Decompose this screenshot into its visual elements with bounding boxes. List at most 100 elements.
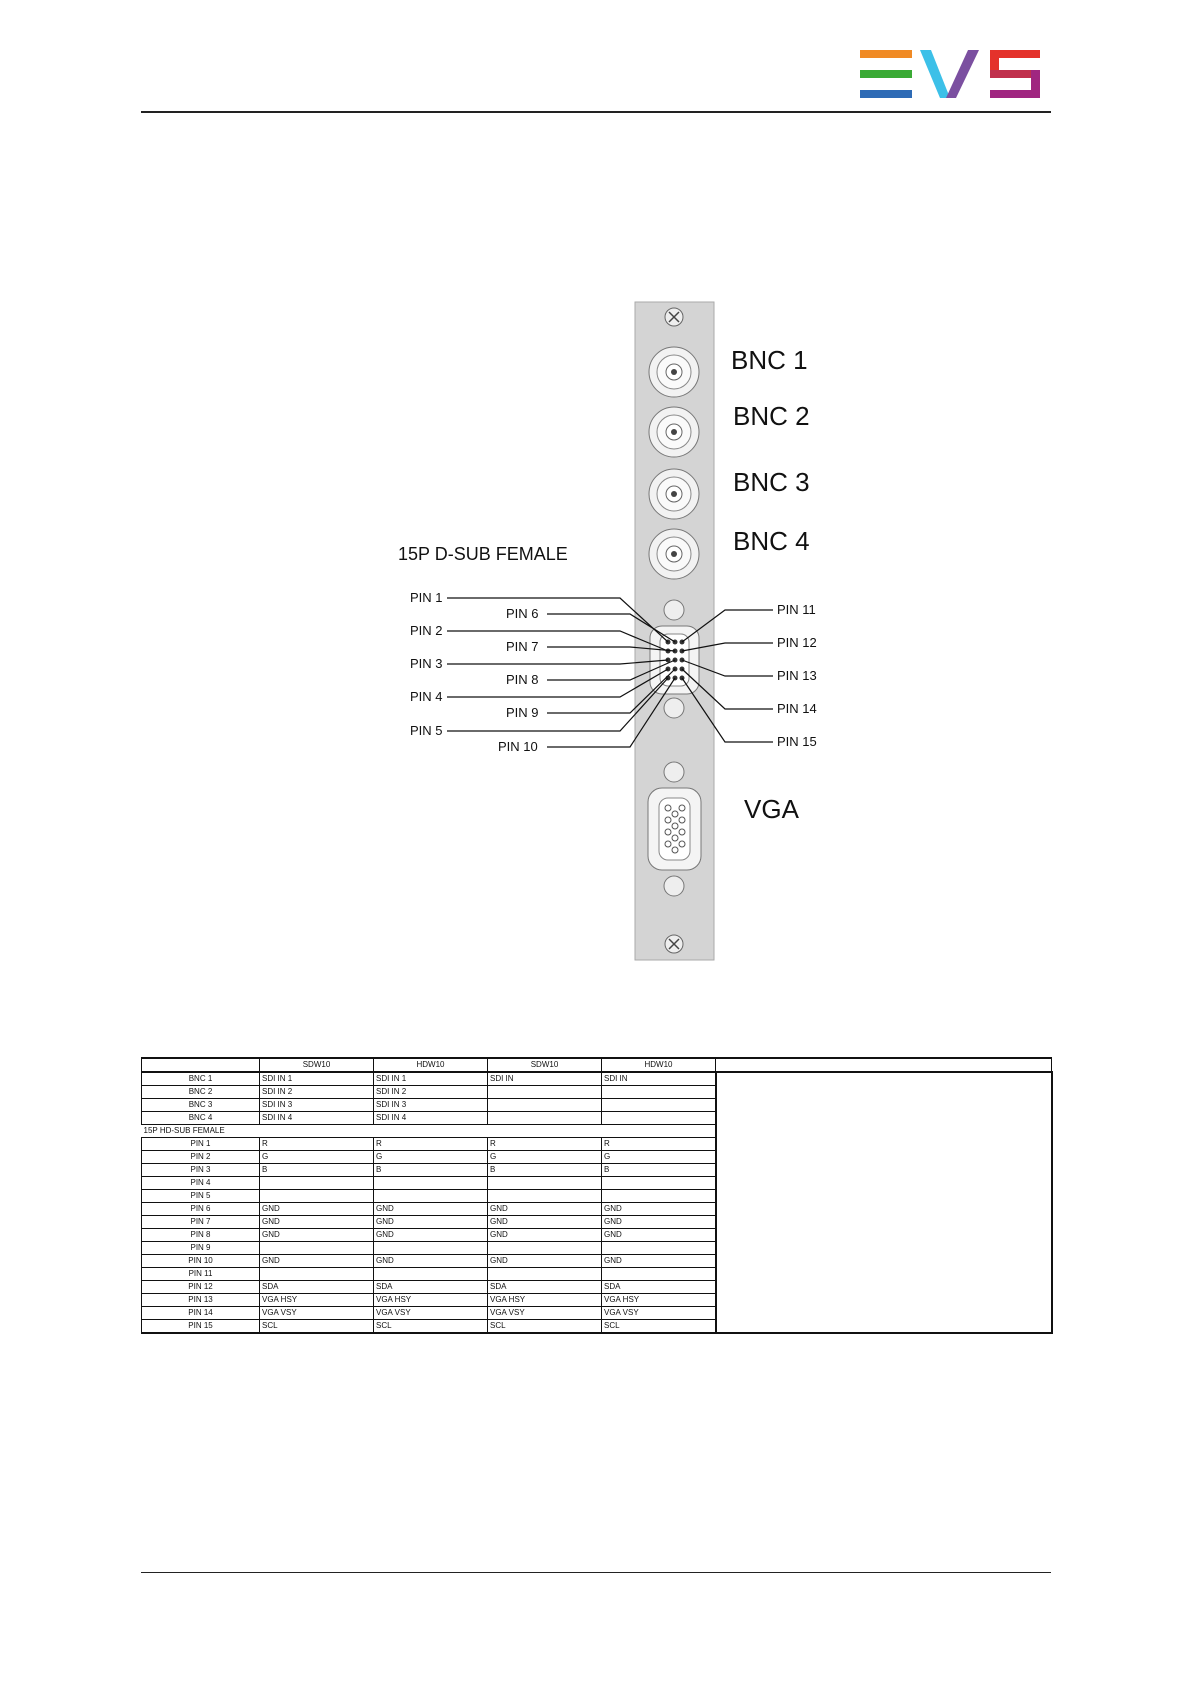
table-cell: PIN 3 — [141, 1163, 260, 1177]
header-divider — [141, 111, 1051, 113]
bnc-3-connector-icon — [648, 468, 700, 520]
logo-e-blue-bar — [860, 90, 912, 98]
table-cell: PIN 6 — [141, 1202, 260, 1216]
table-cell: G — [601, 1150, 716, 1164]
table-cell: G — [373, 1150, 488, 1164]
bottom-screw-icon — [664, 934, 684, 954]
pin-8-label: PIN 8 — [506, 672, 539, 687]
logo-s-bottom — [990, 90, 1040, 98]
table-cell: GND — [487, 1228, 602, 1242]
table-cell: SDI IN 4 — [373, 1111, 488, 1125]
table-cell: SDI IN 2 — [373, 1085, 488, 1099]
table-header-cell: HDW10 — [373, 1057, 488, 1073]
table-cell: PIN 1 — [141, 1137, 260, 1151]
table-header-cell: HDW10 — [601, 1057, 716, 1073]
footer-divider — [141, 1572, 1051, 1573]
table-cell: PIN 12 — [141, 1280, 260, 1294]
table-cell: PIN 8 — [141, 1228, 260, 1242]
table-cell: GND — [373, 1228, 488, 1242]
table-cell — [601, 1241, 716, 1255]
table-cell: GND — [487, 1254, 602, 1268]
table-cell: GND — [601, 1228, 716, 1242]
table-cell: SDI IN 1 — [259, 1071, 374, 1086]
pin-1-label: PIN 1 — [410, 590, 443, 605]
table-cell: SDI IN 3 — [373, 1098, 488, 1112]
table-cell — [487, 1176, 602, 1190]
pin-6-label: PIN 6 — [506, 606, 539, 621]
bnc-3-label: BNC 3 — [733, 467, 810, 497]
logo-v-cyan — [920, 50, 950, 98]
table-header-cell: SDW10 — [259, 1057, 374, 1073]
bnc-4-label: BNC 4 — [733, 526, 810, 556]
table-cell: SDI IN 1 — [373, 1071, 488, 1086]
table-cell: GND — [373, 1215, 488, 1229]
table-cell: R — [487, 1137, 602, 1151]
table-cell — [601, 1267, 716, 1281]
table-cell — [601, 1085, 716, 1099]
table-cell: PIN 11 — [141, 1267, 260, 1281]
table-cell: SCL — [259, 1319, 374, 1334]
bnc-1-label: BNC 1 — [731, 345, 808, 375]
table-cell — [487, 1111, 602, 1125]
table-cell — [487, 1241, 602, 1255]
pin-7-label: PIN 7 — [506, 639, 539, 654]
table-cell: R — [601, 1137, 716, 1151]
table-cell — [601, 1111, 716, 1125]
pin-10-label: PIN 10 — [498, 739, 538, 754]
table-cell: GND — [487, 1215, 602, 1229]
table-cell: B — [259, 1163, 374, 1177]
pin-leader-lines — [447, 597, 773, 748]
table-cell: VGA HSY — [373, 1293, 488, 1307]
logo-s-right — [1031, 70, 1040, 98]
table-cell — [601, 1098, 716, 1112]
table-cell: GND — [259, 1228, 374, 1242]
table-cell: SDA — [487, 1280, 602, 1294]
table-cell: PIN 15 — [141, 1319, 260, 1334]
pin-13-label: PIN 13 — [777, 668, 817, 683]
table-cell: GND — [259, 1254, 374, 1268]
logo-s-left — [990, 50, 999, 77]
pin-15-label: PIN 15 — [777, 734, 817, 749]
table-cell: G — [487, 1150, 602, 1164]
table-cell: SDA — [373, 1280, 488, 1294]
bnc-2-connector-icon — [648, 406, 700, 458]
logo-e-green-bar — [860, 70, 912, 78]
pin-12-label: PIN 12 — [777, 635, 817, 650]
dsub-title: 15P D-SUB FEMALE — [398, 544, 568, 564]
table-cell — [487, 1098, 602, 1112]
pin-5-label: PIN 5 — [410, 723, 443, 738]
table-cell: SDI IN — [601, 1071, 716, 1086]
table-cell: GND — [601, 1202, 716, 1216]
table-header-cell: SDW10 — [487, 1057, 602, 1073]
table-header-spacer — [715, 1057, 1052, 1073]
bnc-1-connector-icon — [648, 346, 700, 398]
table-cell: SDA — [259, 1280, 374, 1294]
table-cell — [259, 1241, 374, 1255]
table-cell: BNC 4 — [141, 1111, 260, 1125]
table-cell: B — [373, 1163, 488, 1177]
pin-14-label: PIN 14 — [777, 701, 817, 716]
table-cell: R — [373, 1137, 488, 1151]
logo-s-middle — [990, 70, 1040, 78]
table-cell: GND — [259, 1202, 374, 1216]
table-cell: SDI IN — [487, 1071, 602, 1086]
table-cell — [259, 1176, 374, 1190]
table-cell: BNC 1 — [141, 1071, 260, 1086]
table-cell: GND — [601, 1215, 716, 1229]
table-cell — [373, 1189, 488, 1203]
table-cell: PIN 14 — [141, 1306, 260, 1320]
table-cell: B — [601, 1163, 716, 1177]
bnc-4-connector-icon — [648, 528, 700, 580]
vga-connector-icon — [647, 761, 702, 897]
table-cell — [487, 1189, 602, 1203]
